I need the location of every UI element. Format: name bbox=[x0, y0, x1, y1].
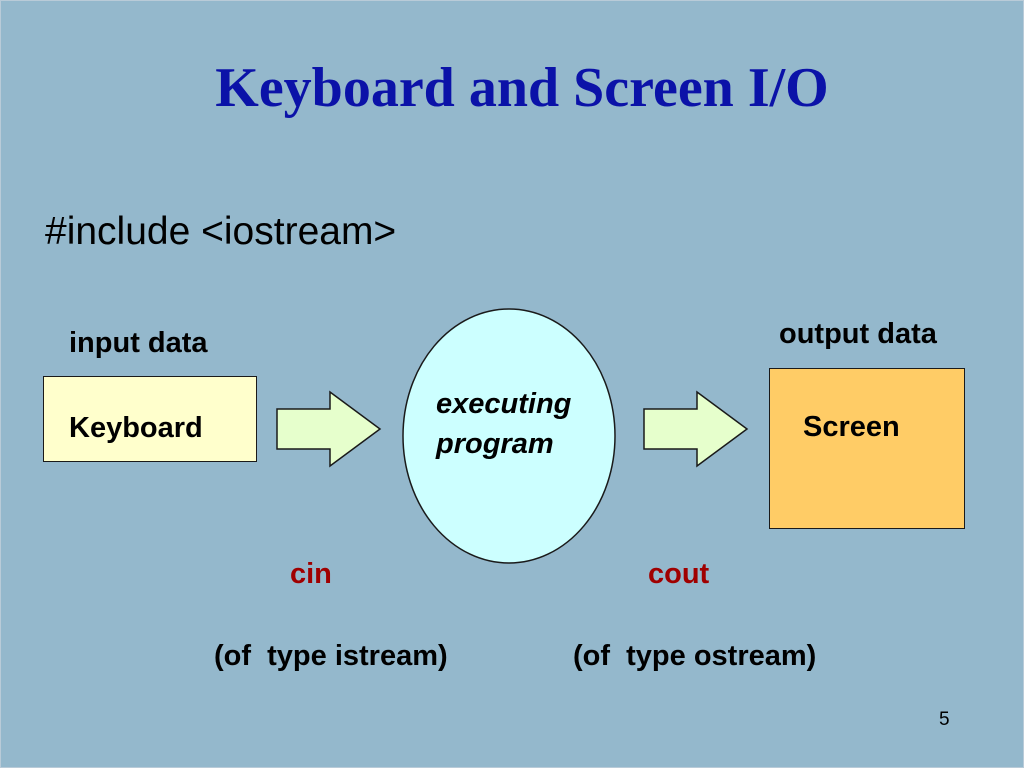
keyboard-box bbox=[43, 376, 257, 462]
include-directive: #include <iostream> bbox=[45, 210, 397, 253]
program-line-2: program bbox=[436, 428, 554, 460]
output-data-label: output data bbox=[779, 318, 937, 350]
screen-box bbox=[769, 368, 965, 529]
cin-label: cin bbox=[290, 558, 332, 590]
cout-label: cout bbox=[648, 558, 710, 590]
slide-title: Keyboard and Screen I/O bbox=[215, 57, 829, 119]
cin-type-label: (of type istream) bbox=[214, 640, 448, 672]
screen-label: Screen bbox=[803, 411, 900, 443]
program-line-1: executing bbox=[436, 388, 572, 420]
cout-type-label: (of type ostream) bbox=[573, 640, 817, 672]
keyboard-label: Keyboard bbox=[69, 412, 203, 444]
executing-program-ellipse bbox=[402, 308, 616, 564]
output-arrow bbox=[643, 390, 749, 468]
input-data-label: input data bbox=[69, 327, 208, 359]
page-number: 5 bbox=[939, 709, 950, 730]
executing-program-label: executing program bbox=[436, 384, 571, 464]
input-arrow bbox=[276, 390, 382, 468]
